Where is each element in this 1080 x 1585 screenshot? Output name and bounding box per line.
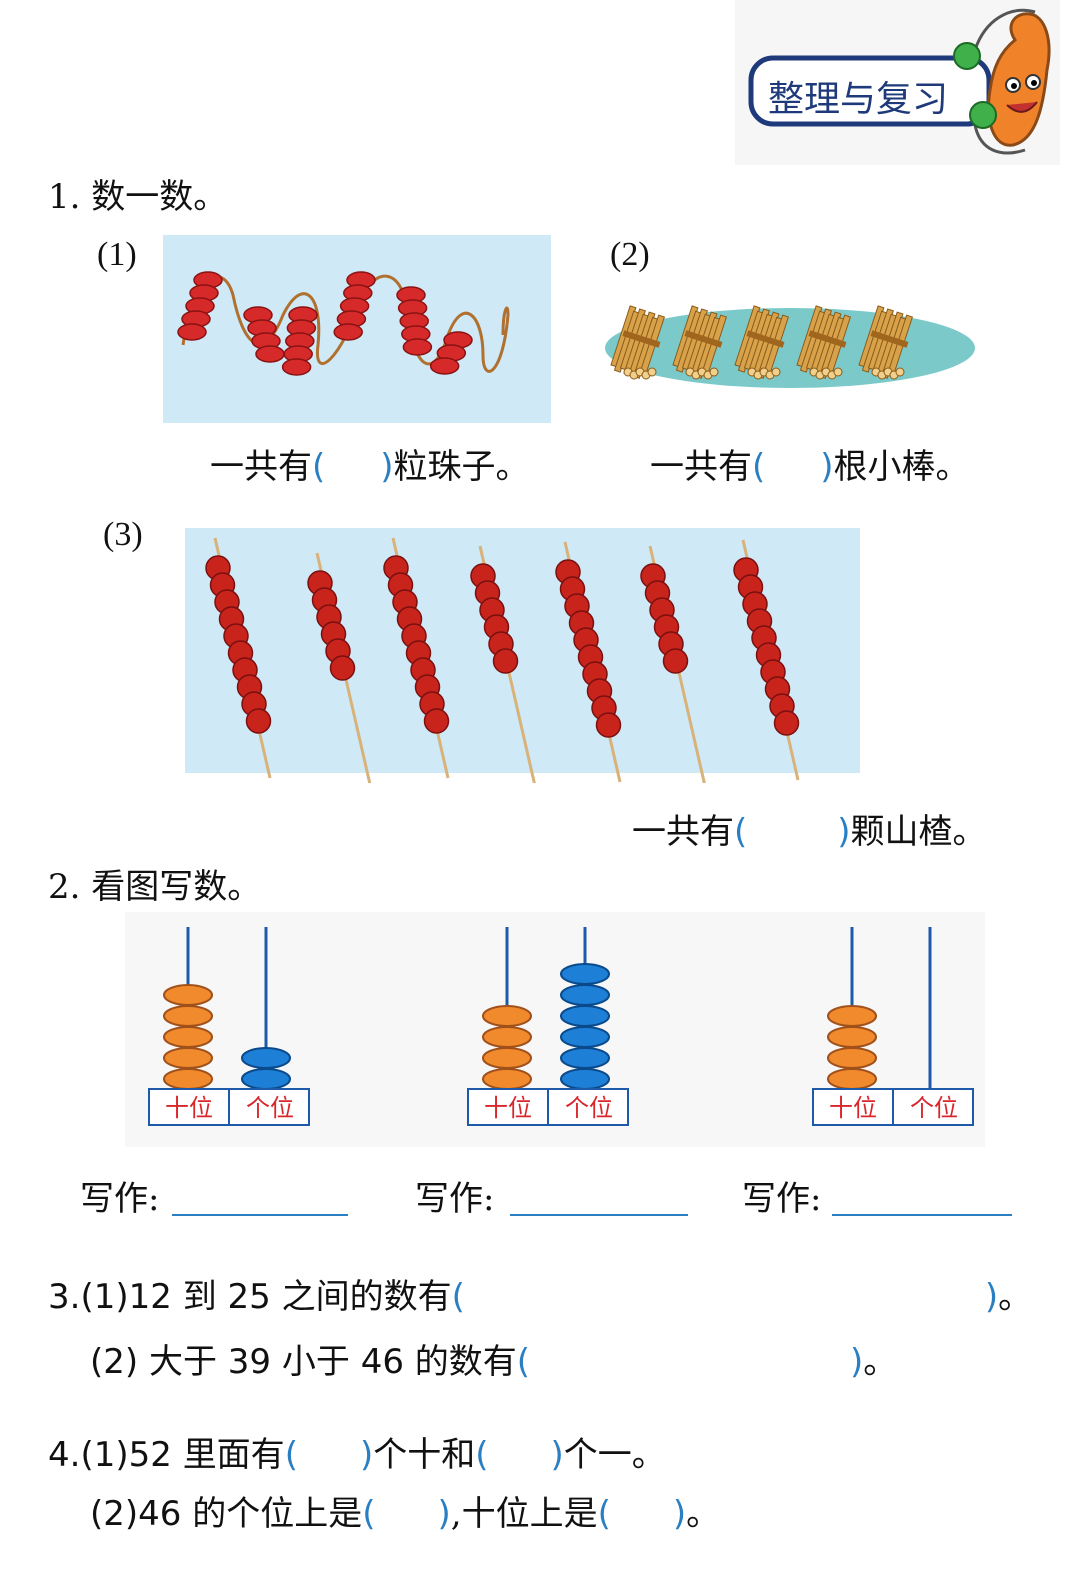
tens-bead [163,984,213,1006]
hawthorn-skewers-illustration [185,528,860,794]
hawthorn-skewer [307,552,374,794]
ones-bead [241,1068,291,1090]
q1-p1-answer: 一共有()粒珠子。 [210,447,530,487]
tens-label: 十位 [814,1090,894,1126]
write-answer-2: 写作: [415,1179,495,1219]
write-answer-3: 写作: [742,1179,822,1219]
abacus-rods [163,927,291,1091]
tens-bead [827,1005,877,1027]
abacus: 十位个位 [812,925,974,1135]
ones-bead [241,1047,291,1069]
abacus: 十位个位 [148,925,310,1135]
tens-bead [482,1026,532,1048]
ones-bead [560,1068,610,1090]
q4-p2: (2)46 的个位上是(),十位上是()。 [90,1494,721,1534]
ones-bead [560,1005,610,1027]
tens-bead [827,1047,877,1069]
write-answer-1: 写作: [80,1179,160,1219]
q1-p2-label: (2) [610,236,650,273]
q1-p3-answer: 一共有()颗山楂。 [632,812,987,852]
beads-on-wire-illustration [163,235,551,423]
tens-bead [827,1026,877,1048]
tens-bead [482,1068,532,1090]
ones-label: 个位 [565,1094,613,1122]
stick-bundle [672,305,728,380]
hawthorn-skewer [470,545,537,787]
tens-label: 十位 [150,1090,230,1126]
q1-p3-label: (3) [103,516,143,553]
place-value-labels: 十位个位 [467,1088,629,1126]
ones-label: 个位 [246,1094,294,1122]
write-blank-1[interactable] [172,1214,348,1216]
q2-title: 2. 看图写数。 [48,867,262,907]
stick-bundle [796,305,852,380]
q1-title: 1. 数一数。 [48,177,228,217]
hawthorn-skewer [555,541,622,783]
tens-bead [163,1068,213,1090]
bead [333,323,363,341]
tens-bead [827,1068,877,1090]
hawthorn-skewer [733,539,800,781]
bead [255,345,285,363]
hawthorn-skewer [383,537,450,779]
q3-p2: (2) 大于 39 小于 46 的数有()。 [90,1342,898,1382]
tens-bead [163,1047,213,1069]
bead [177,323,207,341]
abacus: 十位个位 [467,925,629,1135]
tens-bead [163,1005,213,1027]
ones-label: 个位 [910,1094,958,1122]
tens-bead [482,1047,532,1069]
bead [402,338,433,356]
stick-bundle [734,305,790,380]
section-badge: 整理与复习 [735,0,1060,165]
bead [429,357,460,375]
abacus-rods [827,927,932,1091]
ones-bead [560,1026,610,1048]
q1-p1-label: (1) [97,236,137,273]
q4-p1: 4.(1)52 里面有()个十和()个一。 [48,1435,666,1475]
tens-bead [163,1026,213,1048]
abacus-rods [482,927,610,1091]
tens-label: 十位 [469,1090,549,1126]
place-value-labels: 十位个位 [812,1088,974,1126]
write-blank-3[interactable] [832,1214,1012,1216]
ones-bead [560,984,610,1006]
stick-bundle [858,305,914,380]
bead [281,358,312,376]
q3-p1: 3.(1)12 到 25 之间的数有()。 [48,1277,1033,1317]
mascot-icon [735,0,1060,165]
badge-title: 整理与复习 [768,79,949,120]
tens-bead [482,1005,532,1027]
ones-bead [560,1047,610,1069]
hawthorn-skewer [205,537,272,779]
write-blank-2[interactable] [510,1214,688,1216]
stick-bundles-illustration [590,280,990,410]
stick-bundle [610,305,666,380]
ones-bead [560,963,610,985]
place-value-labels: 十位个位 [148,1088,310,1126]
hawthorn-skewer [640,545,707,787]
q1-p2-answer: 一共有()根小棒。 [650,447,970,487]
